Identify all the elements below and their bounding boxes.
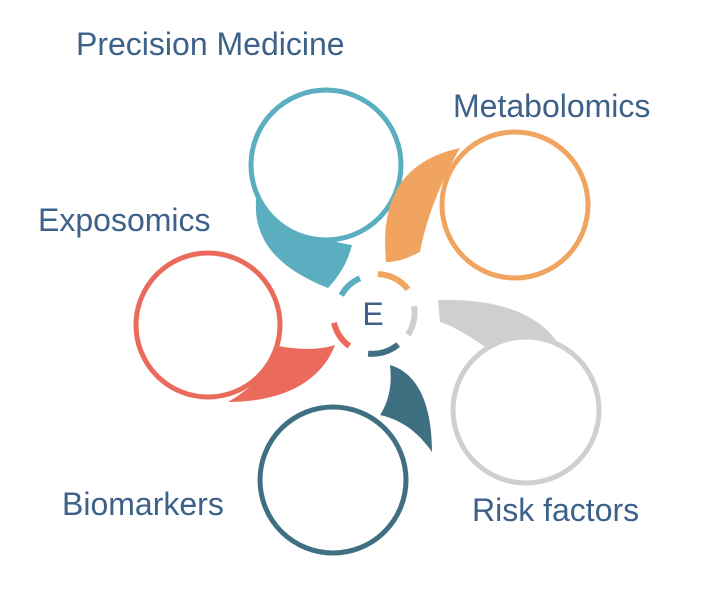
petal-metabolomics bbox=[385, 129, 591, 281]
center-label: E bbox=[362, 296, 384, 332]
petal-precision-medicine bbox=[248, 87, 404, 288]
petal-biomarkers-tail bbox=[380, 365, 432, 452]
label-exposomics: Exposomics bbox=[38, 202, 211, 238]
center-ring bbox=[331, 271, 418, 357]
petal-biomarkers-ring bbox=[257, 404, 409, 556]
label-biomarkers: Biomarkers bbox=[62, 486, 224, 522]
petal-exposomics bbox=[133, 250, 335, 402]
label-metabolomics: Metabolomics bbox=[453, 88, 651, 124]
center-segment-teal bbox=[338, 275, 362, 297]
petal-metabolomics-tail bbox=[385, 148, 460, 262]
label-risk-factors: Risk factors bbox=[472, 492, 640, 528]
center-segment-red bbox=[331, 321, 352, 349]
petal-metabolomics-ring bbox=[439, 129, 591, 281]
center-segment-dark bbox=[367, 342, 401, 357]
petal-risk-ring bbox=[450, 334, 602, 486]
petal-precision-ring bbox=[248, 87, 404, 243]
center-segment-grey bbox=[405, 305, 418, 337]
label-precision-medicine: Precision Medicine bbox=[76, 26, 345, 62]
petal-exposomics-ring bbox=[133, 250, 283, 400]
petal-risk-factors bbox=[438, 299, 602, 486]
petal-biomarkers bbox=[257, 365, 432, 556]
center-segment-orange bbox=[377, 271, 411, 292]
petal-exposomics-tail bbox=[228, 345, 335, 402]
